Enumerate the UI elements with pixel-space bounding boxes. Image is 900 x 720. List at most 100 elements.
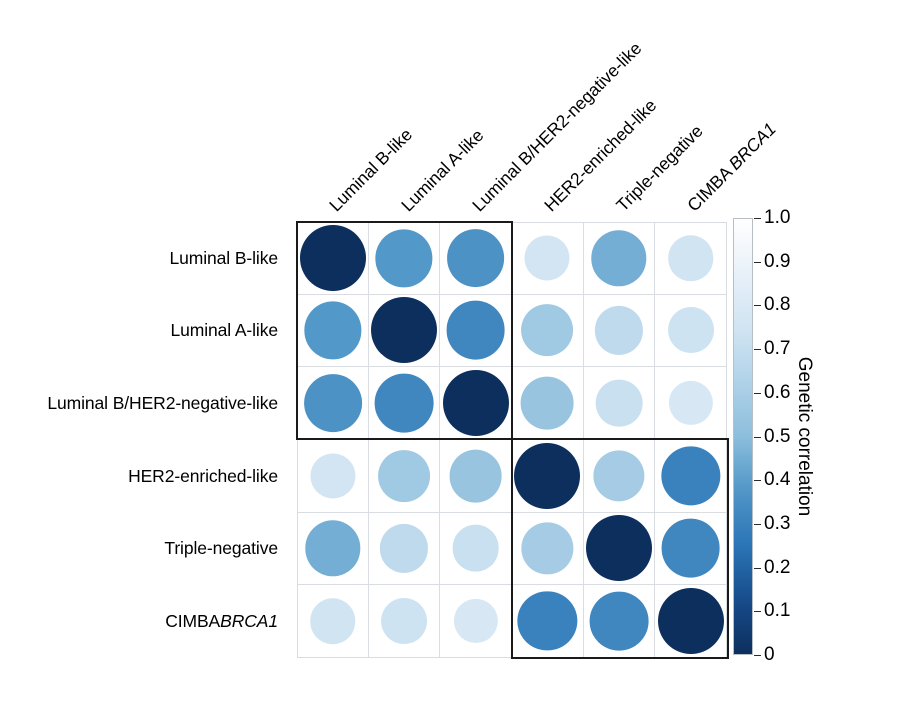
correlation-dot <box>661 519 721 578</box>
correlation-dot <box>299 225 366 292</box>
colorbar-tick <box>754 567 761 569</box>
colorbar-gradient-bar <box>733 218 753 655</box>
matrix-cell <box>511 222 584 295</box>
matrix-cell <box>655 222 727 295</box>
colorbar-tick <box>754 436 761 438</box>
row-label: Luminal A-like <box>170 320 278 341</box>
matrix-cell <box>368 439 441 513</box>
correlation-dot <box>452 525 499 572</box>
matrix-cell <box>297 439 369 513</box>
colorbar-tick <box>754 523 761 525</box>
matrix-cell <box>511 585 584 658</box>
correlation-dot <box>514 442 581 509</box>
correlation-dot <box>446 301 506 360</box>
matrix-cell <box>655 585 727 658</box>
row-label: Triple-negative <box>164 538 278 559</box>
matrix-cell <box>440 585 512 658</box>
colorbar-tick-label: 0.4 <box>764 469 791 491</box>
correlation-dot <box>521 304 574 357</box>
matrix-cell <box>368 222 441 295</box>
matrix-cell <box>655 512 727 586</box>
colorbar-tick <box>754 480 761 482</box>
correlation-dot <box>303 374 362 433</box>
correlation-dot <box>310 453 356 499</box>
correlation-dot <box>449 449 503 503</box>
matrix-cell <box>583 439 656 513</box>
matrix-cell <box>440 512 512 586</box>
colorbar-tick <box>754 392 761 394</box>
correlation-dot <box>585 515 652 582</box>
correlation-dot <box>521 522 573 575</box>
matrix-cell <box>583 294 656 368</box>
matrix-cell <box>511 294 584 368</box>
matrix-cell <box>511 439 584 513</box>
matrix-cell <box>440 222 512 295</box>
row-label: Luminal B-like <box>169 247 278 268</box>
colorbar-title: Genetic correlation <box>794 356 815 517</box>
correlation-dot <box>381 598 427 645</box>
correlation-dot <box>657 588 724 655</box>
correlation-dot <box>375 229 433 287</box>
matrix-cell <box>368 512 441 586</box>
colorbar-tick-label: 0.1 <box>764 600 791 622</box>
matrix-cell <box>583 367 656 440</box>
matrix-cell <box>511 512 584 586</box>
correlation-dot <box>591 230 647 287</box>
matrix-cell <box>655 439 727 513</box>
matrix-cell <box>440 439 512 513</box>
correlation-dot <box>520 376 574 430</box>
correlation-dot <box>370 297 437 364</box>
matrix-cell <box>297 367 369 440</box>
matrix-cell <box>655 294 727 368</box>
colorbar-tick <box>754 611 761 613</box>
correlation-dot <box>446 229 505 288</box>
correlation-dot <box>378 449 430 502</box>
matrix-cell <box>440 367 512 440</box>
colorbar-tick-label: 0.6 <box>764 381 791 403</box>
colorbar-tick <box>754 218 761 219</box>
colorbar-tick <box>754 305 761 307</box>
matrix-cell <box>583 222 656 295</box>
colorbar-tick-label: 0.2 <box>764 556 791 578</box>
matrix-cell <box>440 294 512 368</box>
correlation-dot <box>593 450 645 502</box>
matrix-cell <box>297 585 369 658</box>
colorbar-tick-label: 0.7 <box>764 338 791 360</box>
row-label: HER2-enriched-like <box>128 465 278 486</box>
matrix-cell <box>297 222 369 295</box>
correlation-dot <box>304 301 362 360</box>
correlation-dot <box>667 307 714 354</box>
row-label: Luminal B/HER2-negative-like <box>47 393 278 414</box>
correlation-dot <box>524 235 570 281</box>
colorbar-tick-label: 1.0 <box>764 207 791 228</box>
correlation-dot <box>310 598 356 644</box>
correlation-dot <box>668 381 713 426</box>
correlation-dot <box>442 370 509 437</box>
correlation-dot <box>594 306 644 355</box>
matrix-cell <box>583 585 656 658</box>
colorbar-tick <box>754 349 761 351</box>
colorbar-tick-label: 0.5 <box>764 425 791 447</box>
correlation-dot <box>374 373 434 433</box>
colorbar-tick-label: 0.3 <box>764 512 791 534</box>
correlation-dot <box>589 591 649 651</box>
matrix-cell <box>368 367 441 440</box>
matrix-cell <box>297 294 369 368</box>
colorbar-tick-label: 0.8 <box>764 294 791 316</box>
matrix-cell <box>583 512 656 586</box>
correlation-dot <box>595 379 643 427</box>
correlation-dot <box>661 446 721 506</box>
matrix-cell <box>368 585 441 658</box>
correlation-dot <box>517 591 577 651</box>
matrix-cell <box>297 512 369 586</box>
correlation-dot <box>667 235 714 282</box>
matrix-cell <box>655 367 727 440</box>
colorbar-tick-label: 0 <box>764 644 775 665</box>
correlation-dot <box>305 520 361 577</box>
colorbar-tick <box>754 655 761 656</box>
correlation-dot <box>379 524 429 573</box>
